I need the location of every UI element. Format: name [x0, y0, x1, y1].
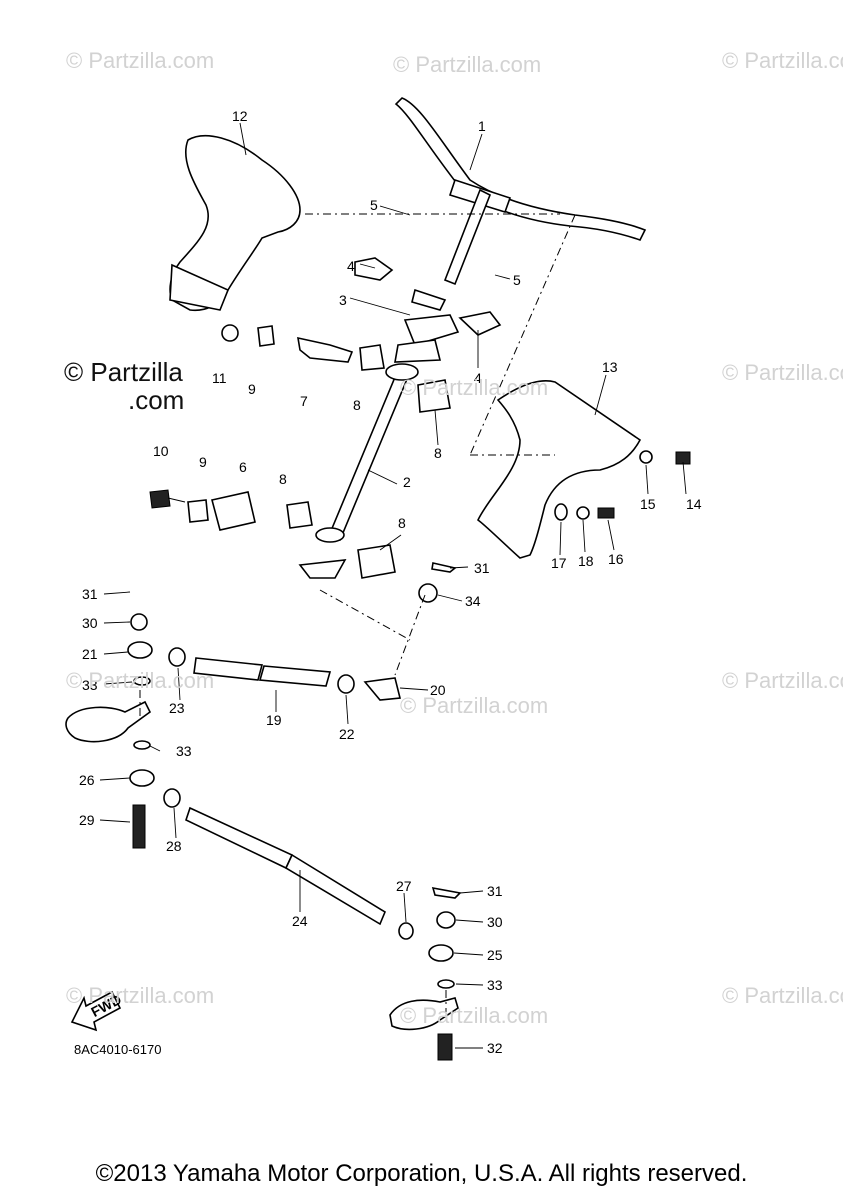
- left-arm: [65, 613, 181, 849]
- callout: 3: [339, 292, 347, 308]
- callout: 1: [478, 118, 486, 134]
- callout: 21: [82, 646, 98, 662]
- callout: 31: [82, 586, 98, 602]
- watermark-main-line1: © Partzilla: [64, 357, 183, 387]
- callout-leaders: [99, 122, 687, 1049]
- callout: 23: [169, 700, 185, 716]
- callout: 30: [487, 914, 503, 930]
- diagram-code: 8AC4010-6170: [74, 1042, 162, 1057]
- callout: 8: [434, 445, 442, 461]
- callout: 13: [602, 359, 618, 375]
- watermark: © Partzilla.com: [722, 983, 843, 1008]
- copyright-notice: ©2013 Yamaha Motor Corporation, U.S.A. A…: [95, 1160, 748, 1187]
- callout: 33: [82, 677, 98, 693]
- callout: 8: [279, 471, 287, 487]
- grip-cover: [169, 134, 301, 312]
- callout: 11: [212, 370, 227, 386]
- callout: 20: [430, 682, 446, 698]
- handlebar: [394, 97, 647, 286]
- callout: 24: [292, 913, 308, 929]
- watermark: © Partzilla.com: [393, 52, 542, 77]
- callout: 18: [578, 553, 594, 569]
- callout: 15: [640, 496, 656, 512]
- callout: 8: [353, 397, 361, 413]
- watermark: © Partzilla.com: [722, 360, 843, 385]
- watermark-main-line2: .com: [128, 385, 185, 415]
- column-clamps: [354, 257, 502, 363]
- callout: 4: [474, 370, 482, 386]
- callout: 9: [199, 454, 207, 470]
- callout: 16: [608, 551, 624, 567]
- steering-column: [298, 363, 419, 579]
- callout: 33: [176, 743, 192, 759]
- callout: 14: [686, 496, 702, 512]
- callout: 26: [79, 772, 95, 788]
- alignment-lines: [139, 213, 576, 1015]
- steering-cover: [476, 380, 642, 559]
- bushings: [286, 344, 451, 579]
- lower-tie-rod: [185, 806, 414, 940]
- callout: 12: [232, 108, 248, 124]
- small-fasteners-left: [149, 324, 354, 531]
- watermark: © Partzilla.com: [400, 693, 549, 718]
- callout: 8: [398, 515, 406, 531]
- callout: 29: [79, 812, 95, 828]
- right-arm: [389, 562, 462, 1061]
- watermark: © Partzilla.com: [400, 375, 549, 400]
- callout: 2: [403, 474, 411, 490]
- watermark: © Partzilla.com: [66, 668, 215, 693]
- callout: 30: [82, 615, 98, 631]
- callout: 6: [239, 459, 247, 475]
- upper-tie-rod: [168, 647, 402, 701]
- callout: 33: [487, 977, 503, 993]
- small-fasteners-right: [554, 450, 691, 521]
- callout: 10: [153, 443, 169, 459]
- callout: 17: [551, 555, 567, 571]
- callout: 32: [487, 1040, 503, 1056]
- callout: 27: [396, 878, 412, 894]
- callout: 22: [339, 726, 355, 742]
- callout: 4: [347, 258, 355, 274]
- callout: 28: [166, 838, 182, 854]
- watermark: © Partzilla.com: [400, 1003, 549, 1028]
- callout: 31: [487, 883, 503, 899]
- callout-numbers: 1 2 3 4 4 5 5 6 7 8 8 8 8 8 9 9 10 11 12…: [79, 108, 702, 1056]
- watermark: © Partzilla.com: [66, 48, 215, 73]
- callout: 7: [300, 393, 308, 409]
- callout: 19: [266, 712, 282, 728]
- callout: 9: [248, 381, 256, 397]
- callout: 5: [513, 272, 521, 288]
- watermark: © Partzilla.com: [722, 668, 843, 693]
- watermark: © Partzilla.com: [66, 983, 215, 1008]
- watermark: © Partzilla.com: [722, 48, 843, 73]
- callout: 5: [370, 197, 378, 213]
- watermark-main: © Partzilla .com: [64, 358, 184, 414]
- callout: 31: [474, 560, 490, 576]
- callout: 25: [487, 947, 503, 963]
- callout: 34: [465, 593, 481, 609]
